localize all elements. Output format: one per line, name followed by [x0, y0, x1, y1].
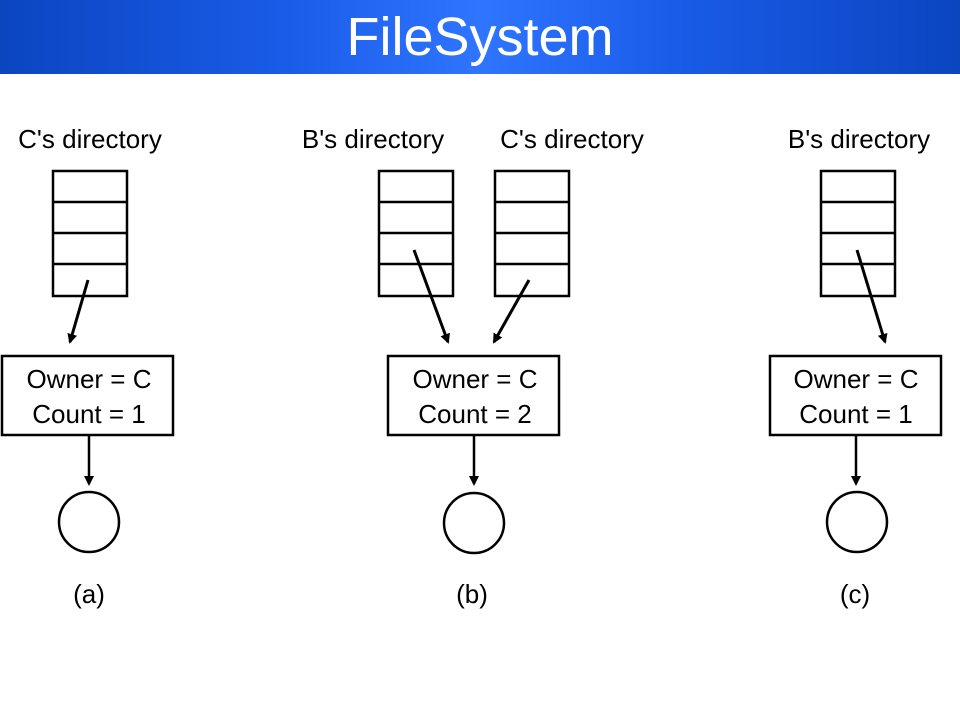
- directory-label: B's directory: [788, 124, 930, 154]
- slide-title: FileSystem: [346, 7, 614, 67]
- directory-label: C's directory: [500, 124, 644, 154]
- directory-table: [51, 169, 129, 298]
- directory-table: [819, 169, 897, 298]
- panel-b: B's directory C's directory Owner = C Co…: [302, 124, 644, 609]
- inode-owner: Owner = C: [794, 364, 919, 394]
- inode-count: Count = 1: [799, 399, 912, 429]
- panel-c: B's directory Owner = C Count = 1 (c): [768, 124, 943, 609]
- directory-table: [377, 169, 455, 298]
- directory-table: [493, 169, 571, 298]
- directory-entry-arrow: [855, 249, 888, 344]
- panel-a: C's directory Owner = C Count = 1 (a): [0, 124, 175, 609]
- directory-label: C's directory: [18, 124, 162, 154]
- file-circle: [825, 490, 889, 554]
- file-circle: [57, 490, 121, 554]
- inode-owner: Owner = C: [413, 364, 538, 394]
- inode-count: Count = 2: [418, 399, 531, 429]
- directory-entry-arrow: [492, 279, 531, 344]
- panel-caption: (b): [456, 579, 488, 609]
- inode-box: [386, 354, 561, 437]
- directory-entry-arrow: [67, 279, 90, 344]
- inode-owner: Owner = C: [27, 364, 152, 394]
- directory-entry-arrow: [412, 249, 450, 344]
- directory-label: B's directory: [302, 124, 444, 154]
- file-circle: [442, 491, 506, 555]
- panel-caption: (c): [840, 579, 870, 609]
- panel-caption: (a): [73, 579, 105, 609]
- inode-box: [768, 354, 943, 437]
- inode-count: Count = 1: [32, 399, 145, 429]
- inode-box: [0, 354, 175, 437]
- title-bar: FileSystem: [0, 0, 960, 74]
